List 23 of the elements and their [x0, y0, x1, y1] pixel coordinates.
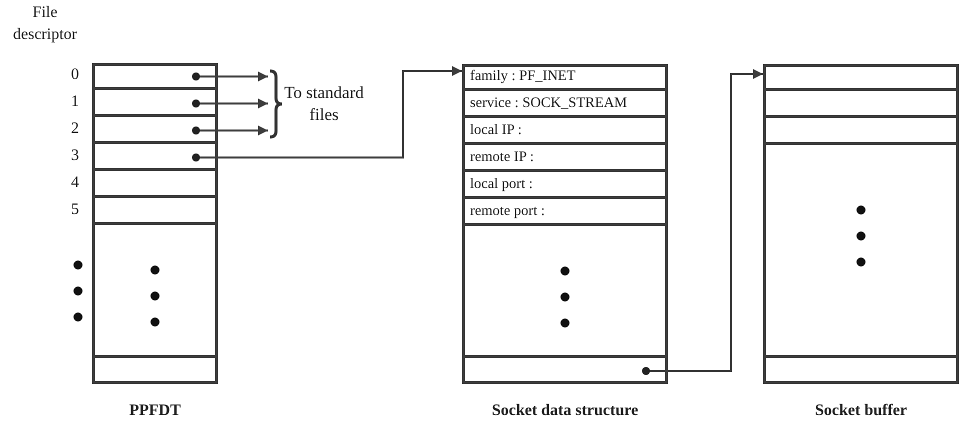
arrow — [192, 126, 268, 136]
field-label: family : PF_INET — [470, 68, 576, 84]
index-number: 5 — [71, 202, 79, 218]
axis-label: File descriptor — [12, 3, 78, 45]
table-caption: PPFDT — [128, 401, 182, 421]
index-number: 0 — [71, 67, 79, 83]
arrow — [642, 69, 763, 375]
arrow — [192, 98, 268, 108]
field-label: remote IP : — [470, 150, 534, 164]
arrow — [192, 66, 462, 162]
field-label: remote port : — [470, 204, 545, 218]
index-number: 1 — [71, 94, 79, 110]
field-label: local IP : — [470, 122, 522, 138]
note-text: To standard files — [284, 82, 364, 126]
index-number: 3 — [71, 148, 79, 164]
brace-note — [268, 68, 364, 140]
index-number: 4 — [71, 175, 79, 191]
table-caption: Socket buffer — [814, 401, 908, 421]
arrow — [192, 72, 268, 82]
field-label: local port : — [470, 176, 533, 192]
field-label: service : SOCK_STREAM — [470, 96, 628, 110]
index-number: 2 — [71, 121, 79, 137]
table-caption: Socket data structure — [490, 401, 640, 421]
